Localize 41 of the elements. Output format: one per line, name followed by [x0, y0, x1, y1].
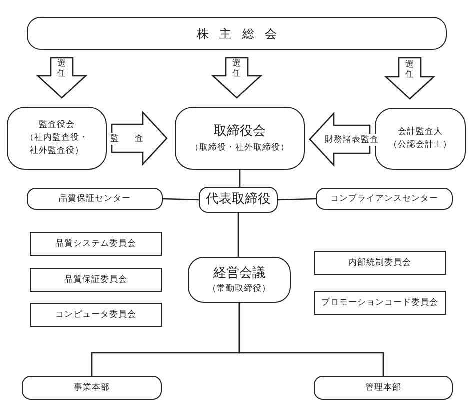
edge-label: 財務諸表監査 [325, 134, 379, 146]
organization-box [7, 107, 107, 170]
box-title: 監査役会 [39, 119, 75, 132]
box-title: プロモーションコード委員会 [322, 296, 438, 310]
box-title: 代表取締役 [206, 191, 271, 210]
meeting-banner [27, 17, 447, 50]
box-title: 会計監査人 [398, 126, 443, 139]
connector-line [278, 198, 316, 201]
box-subtitle: （常勤取締役） [208, 283, 271, 296]
box-title: 取締役会 [214, 123, 266, 142]
organization-box [27, 188, 163, 210]
edge-label: 選任 [58, 59, 66, 80]
committee-box [30, 303, 162, 327]
box-subtitle: （社内監査役・社外監査役） [25, 132, 89, 158]
connector-line [238, 303, 384, 376]
box-title: 品質保証センター [59, 192, 131, 206]
box-title: 内部統制委員会 [348, 256, 412, 270]
box-title: 管理本部 [366, 382, 402, 394]
organization-box [316, 188, 453, 210]
box-title: 事業本部 [74, 382, 110, 394]
box-title: 品質システム委員会 [56, 238, 136, 250]
box-title: コンピュータ委員会 [56, 308, 136, 322]
box-title: コンプライアンスセンター [330, 192, 438, 206]
committee-box [314, 251, 446, 275]
connector-line [238, 213, 240, 257]
box-subtitle: （取締役・社外取締役） [190, 142, 290, 155]
committee-box [30, 232, 162, 256]
box-title: 経営会議 [214, 264, 266, 283]
organization-box [188, 257, 291, 303]
box-subtitle: （公認会計士） [389, 139, 452, 152]
organization-box [199, 187, 278, 213]
committee-box [314, 291, 446, 315]
organization-box [314, 376, 453, 400]
connector-line [162, 198, 200, 201]
committee-box [30, 268, 162, 292]
organization-box [22, 376, 162, 400]
edge-label: 選任 [232, 59, 242, 80]
box-title: 株主総会 [196, 26, 288, 42]
organization-box [175, 107, 305, 170]
box-title: 品質保証委員会 [64, 274, 128, 286]
connector-line [239, 170, 241, 187]
